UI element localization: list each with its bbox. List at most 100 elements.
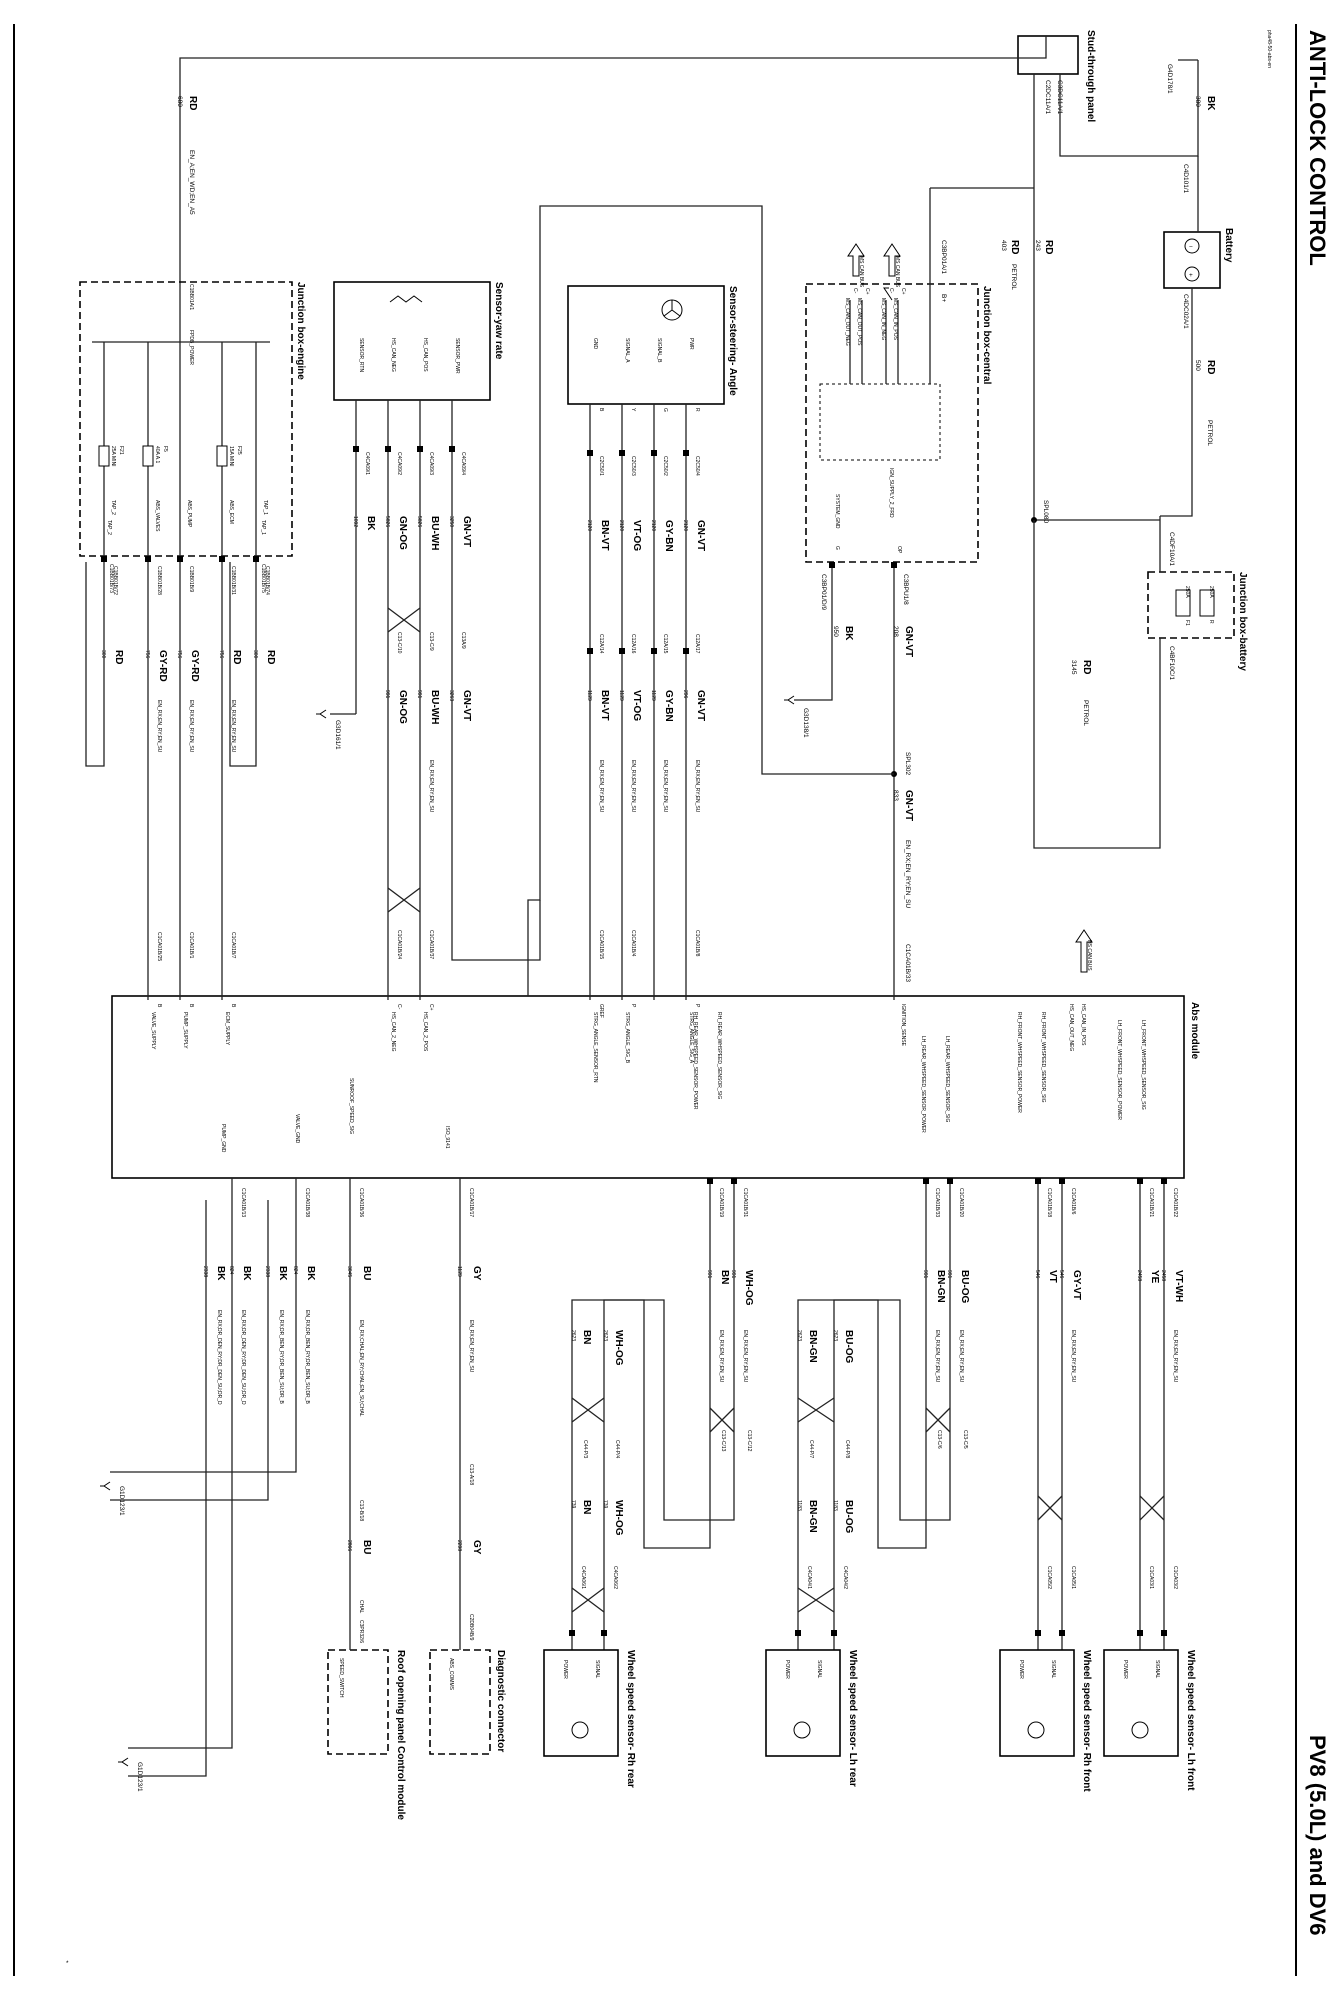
wire-spl302-loop	[527, 205, 894, 996]
engine-wire-num: 756	[176, 650, 182, 659]
rd-243-num: 243	[1034, 240, 1041, 251]
engine-wire-color: GY-RD	[189, 650, 200, 682]
wheel-wire-num: 546	[1034, 1270, 1040, 1279]
engine-tap1: TAP_1	[260, 520, 266, 535]
steering-pin-letter: B	[598, 408, 604, 412]
twisted-pair-marker	[387, 887, 421, 913]
steering-mid-pin	[587, 648, 593, 654]
abs-rh-front-sig: RH_FRONT_WHSPEED_SENSOR_SIG	[1040, 1012, 1046, 1103]
engine-out-pin	[253, 556, 259, 562]
wheel-abs-pin	[1035, 1178, 1041, 1184]
fuse-signal: ABS_VALVES	[154, 500, 160, 532]
engine-wire-color: GY-RD	[157, 650, 168, 682]
fuse-icon	[216, 445, 228, 467]
abs-module-box	[111, 995, 1185, 1179]
yaw-abs-sig: HS_CAN_2_NEG	[390, 1012, 396, 1052]
rd-403-label: RD	[1009, 240, 1020, 254]
wheel-pin-labels: SIGNAL POWER SIGNAL POWER SIGNAL POWER S…	[562, 1660, 1160, 1679]
wheel-wire-group: C1CA01B/22VT-WH2458EN_RX;EN_RY;EN_SUC1CA…	[569, 1178, 1184, 1650]
battery-plus: +	[1189, 272, 1193, 279]
steering-pin-letter: G	[662, 408, 668, 412]
diag-end: C2DB04B/9	[468, 1614, 474, 1641]
steering-abs-conn: C1CA01B/15	[598, 930, 604, 959]
wheel-end-conn: C1CA03/1	[1148, 1566, 1154, 1589]
steering-en-label: EN_RX;EN_RY;EN_SU	[630, 760, 636, 813]
twisted-pair-marker	[797, 1397, 835, 1423]
wheel-wire-color: GY-VT	[1071, 1270, 1082, 1300]
battery-conn-neg: C4D101/1	[1182, 164, 1189, 194]
abs-pump-gnd: PUMP_GND	[220, 1124, 226, 1153]
fuse-icon	[98, 445, 110, 467]
rh-rear-c44: C44-P/3	[582, 1440, 588, 1459]
wheel-abs-conn: C1CA01B/31	[742, 1188, 748, 1217]
wheel-abs-conn: C1CA01B/18	[1046, 1188, 1052, 1217]
rh-rear-num-2: 739	[570, 1500, 576, 1509]
abs-hs-can-neg: HS_CAN_OUT_NEG	[1068, 1004, 1074, 1051]
pump-abs-conn: C1CA01B/13	[240, 1188, 246, 1217]
steering-connector-pin	[587, 450, 593, 456]
central-out-pin-1	[891, 562, 897, 568]
valve-color: BK	[305, 1266, 316, 1281]
steering-wire-num-2: 1129	[650, 690, 656, 701]
pump-en: EN_RX;DR_DEN_RY;DR_DEN_SU;DR_D	[240, 1310, 246, 1405]
wire-rd-243	[1033, 74, 1160, 521]
yaw-wire-color: GN-VT	[461, 516, 472, 547]
steering-pin-name: SIGNAL_A	[624, 338, 630, 363]
fuse-r: R	[1208, 620, 1214, 624]
wheel-abs-pin	[1059, 1178, 1065, 1184]
central-bk-num: 950	[832, 626, 839, 637]
rear-end-pin	[795, 1630, 801, 1636]
steering-mid-pin	[651, 648, 657, 654]
diag-color-2: GY	[471, 1540, 482, 1555]
sensor-steering-label: Sensor-steering- Angle	[727, 286, 738, 396]
spl080-label: SPL080	[1042, 500, 1049, 524]
ws-rh-front-label: Wheel speed sensor- Rh front	[1081, 1650, 1092, 1792]
wheel-abs-conn: C1CA01B/20	[958, 1188, 964, 1217]
yaw-power-loop	[451, 760, 541, 961]
rh-rear-num: 2623	[570, 1330, 576, 1341]
battery-box	[1163, 231, 1221, 289]
valve-gnd-wire-a	[110, 1178, 297, 1473]
yaw-wire-num: 3250	[448, 516, 454, 527]
twisted-pair-marker	[571, 1397, 605, 1423]
abs-valve-gnd: VALVE_GND	[294, 1114, 300, 1144]
sensor-yaw-box	[333, 281, 491, 401]
wheel-abs-pin	[1161, 1178, 1167, 1184]
wire-bk-label: BK	[1205, 96, 1216, 111]
central-abs-conn: C1CA01B/33	[904, 944, 911, 982]
yaw-pin-group: SENSOR_PWRC4CA09/4GN-VT3250C13A/9GN-VT32…	[330, 338, 541, 1052]
fuse-250a-b: 250A	[1208, 586, 1214, 598]
svg-text:POWER: POWER	[784, 1660, 790, 1679]
wheel-en-label: EN_RX;EN_RY;EN_SU	[934, 1330, 940, 1383]
wheel-wire-color: BN-GN	[935, 1270, 946, 1303]
wheel-wire-num: 2458	[1160, 1270, 1166, 1281]
lh-rear-num-2: 1183	[832, 1500, 838, 1511]
steering-wire-num-2: 296	[682, 690, 688, 699]
engine-wire-color: RD	[265, 650, 276, 664]
rear-end-pin	[831, 1630, 837, 1636]
rh-rear-color-2: WH-OG	[613, 1500, 624, 1536]
yaw-conn: C4CA09/3	[428, 452, 434, 475]
yaw-wire-num: 5826	[384, 516, 390, 527]
central-pin-op: OP	[896, 546, 902, 554]
roof-en: EN_RX;CHAL;EN_RY;CHAL;EN_SU;CHAL	[358, 1320, 364, 1417]
steering-mid-pin	[683, 648, 689, 654]
rd-3145-num: 3145	[1070, 660, 1077, 675]
abs-lh-rear-sig: LH_REAR_WHSPEED_SENSOR_SIG	[944, 1036, 950, 1123]
wire-bk-950	[794, 562, 833, 701]
ground-symbol-2	[118, 1757, 129, 1767]
central-sys-gnd: SYSTEM_GND	[834, 494, 840, 529]
yaw-abs-pin: C-	[396, 1004, 402, 1010]
tap2-loop	[85, 562, 105, 767]
ground-1-label: G1D123/1	[118, 1486, 125, 1516]
petrol-a: PETROL	[1206, 420, 1213, 446]
wheel-en-label: EN_RX;EN_RY;EN_SU	[958, 1330, 964, 1383]
wheel-end-pin	[1161, 1630, 1167, 1636]
wheel-wire-num: 991	[706, 1270, 712, 1279]
yaw-pin-name: HS_CAN_POS	[422, 338, 428, 372]
svg-text:SIGNAL: SIGNAL	[594, 1660, 600, 1679]
svg-text:POWER: POWER	[562, 1660, 568, 1679]
abs-rh-rear-sig: RH_REAR_WHSPEED_SENSOR_SIG	[716, 1012, 722, 1099]
yaw-wire-color: BU-WH	[429, 516, 440, 550]
